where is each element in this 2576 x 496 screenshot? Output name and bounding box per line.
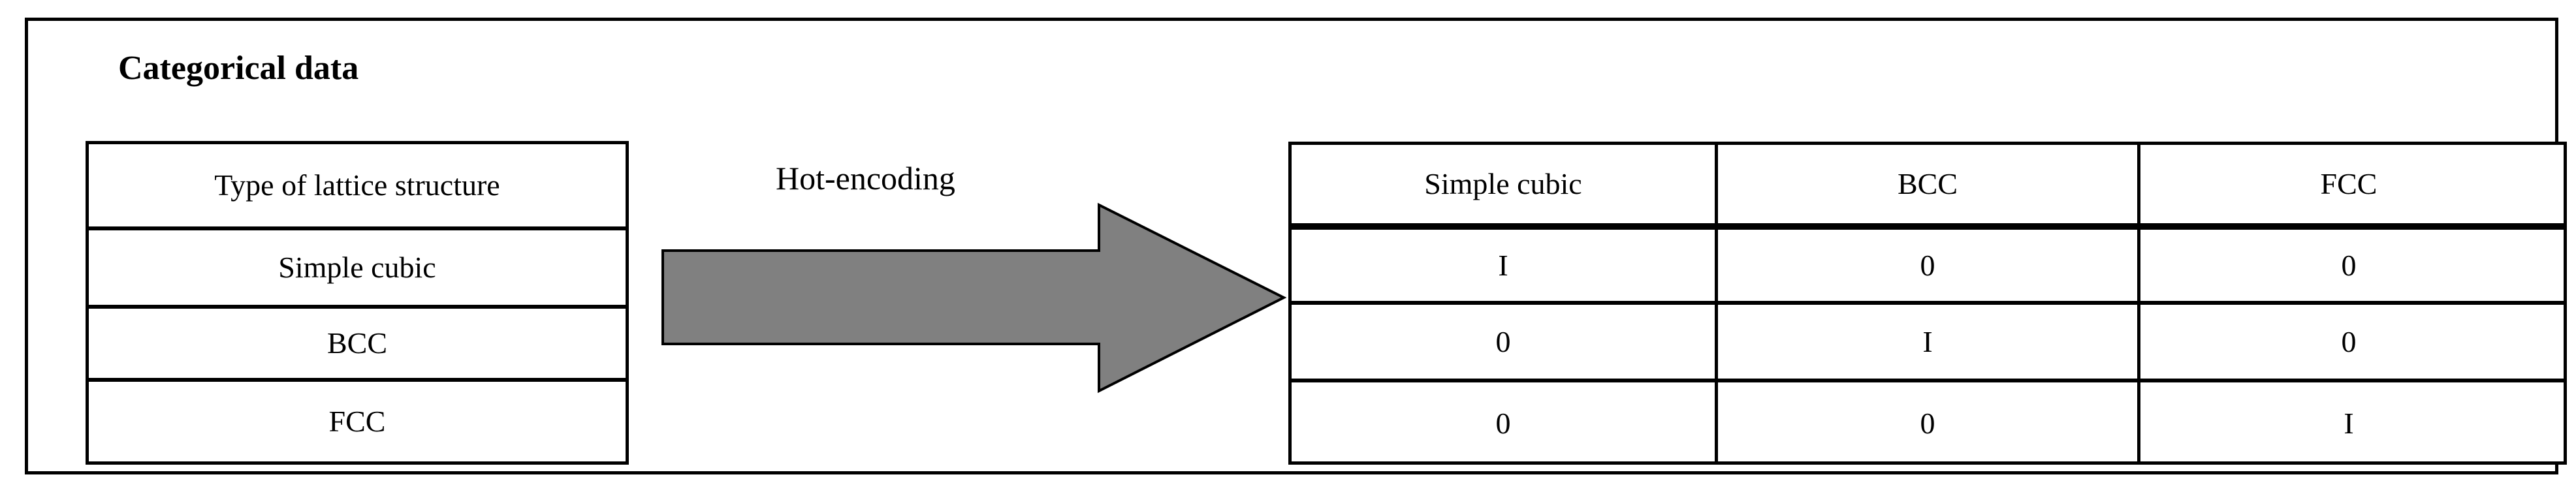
encoded-value-cell: 0: [2137, 305, 2557, 379]
encoded-column-header-simple-cubic: Simple cubic: [1424, 167, 1582, 200]
table-row: BCC: [89, 305, 626, 378]
encoded-column-header-fcc: FCC: [2137, 145, 2557, 223]
encoded-column-header-bcc: BCC: [1715, 145, 2137, 223]
encoded-value-cell: I: [2137, 382, 2557, 464]
encoded-value-cell: I: [1715, 305, 2137, 379]
categorical-value-cell: Simple cubic: [278, 251, 436, 284]
table-row: 0 0 I: [1292, 379, 2564, 464]
hot-encoding-label: Hot-encoding: [776, 160, 955, 196]
categorical-column-header: Type of lattice structure: [214, 168, 500, 202]
right-arrow-icon: [661, 202, 1287, 394]
encoded-value-cell: 0: [2137, 230, 2557, 301]
table-row: I 0 0: [1292, 223, 2564, 301]
figure-title: Categorical data: [118, 50, 359, 87]
categorical-value-cell: BCC: [326, 326, 388, 360]
encoded-value-cell: 0: [1715, 382, 2137, 464]
table-row: Simple cubic: [89, 226, 626, 305]
encoded-value-cell: I: [1498, 248, 1508, 282]
table-row: 0 I 0: [1292, 301, 2564, 379]
one-hot-encoded-table: Simple cubic BCC FCC I 0 0 0 I 0 0 0 I: [1288, 142, 2567, 465]
arrow-polygon: [661, 202, 1287, 394]
table-header-row: Type of lattice structure: [89, 144, 626, 226]
encoded-value-cell: 0: [1495, 406, 1511, 440]
categorical-value-cell: FCC: [328, 405, 386, 438]
figure-outer-frame: Categorical data Type of lattice structu…: [25, 18, 2567, 474]
table-header-row: Simple cubic BCC FCC: [1292, 145, 2564, 223]
categorical-data-table: Type of lattice structure Simple cubic B…: [86, 141, 629, 465]
encoded-value-cell: 0: [1495, 324, 1511, 358]
encoded-value-cell: 0: [1715, 230, 2137, 301]
table-row: FCC: [89, 378, 626, 461]
